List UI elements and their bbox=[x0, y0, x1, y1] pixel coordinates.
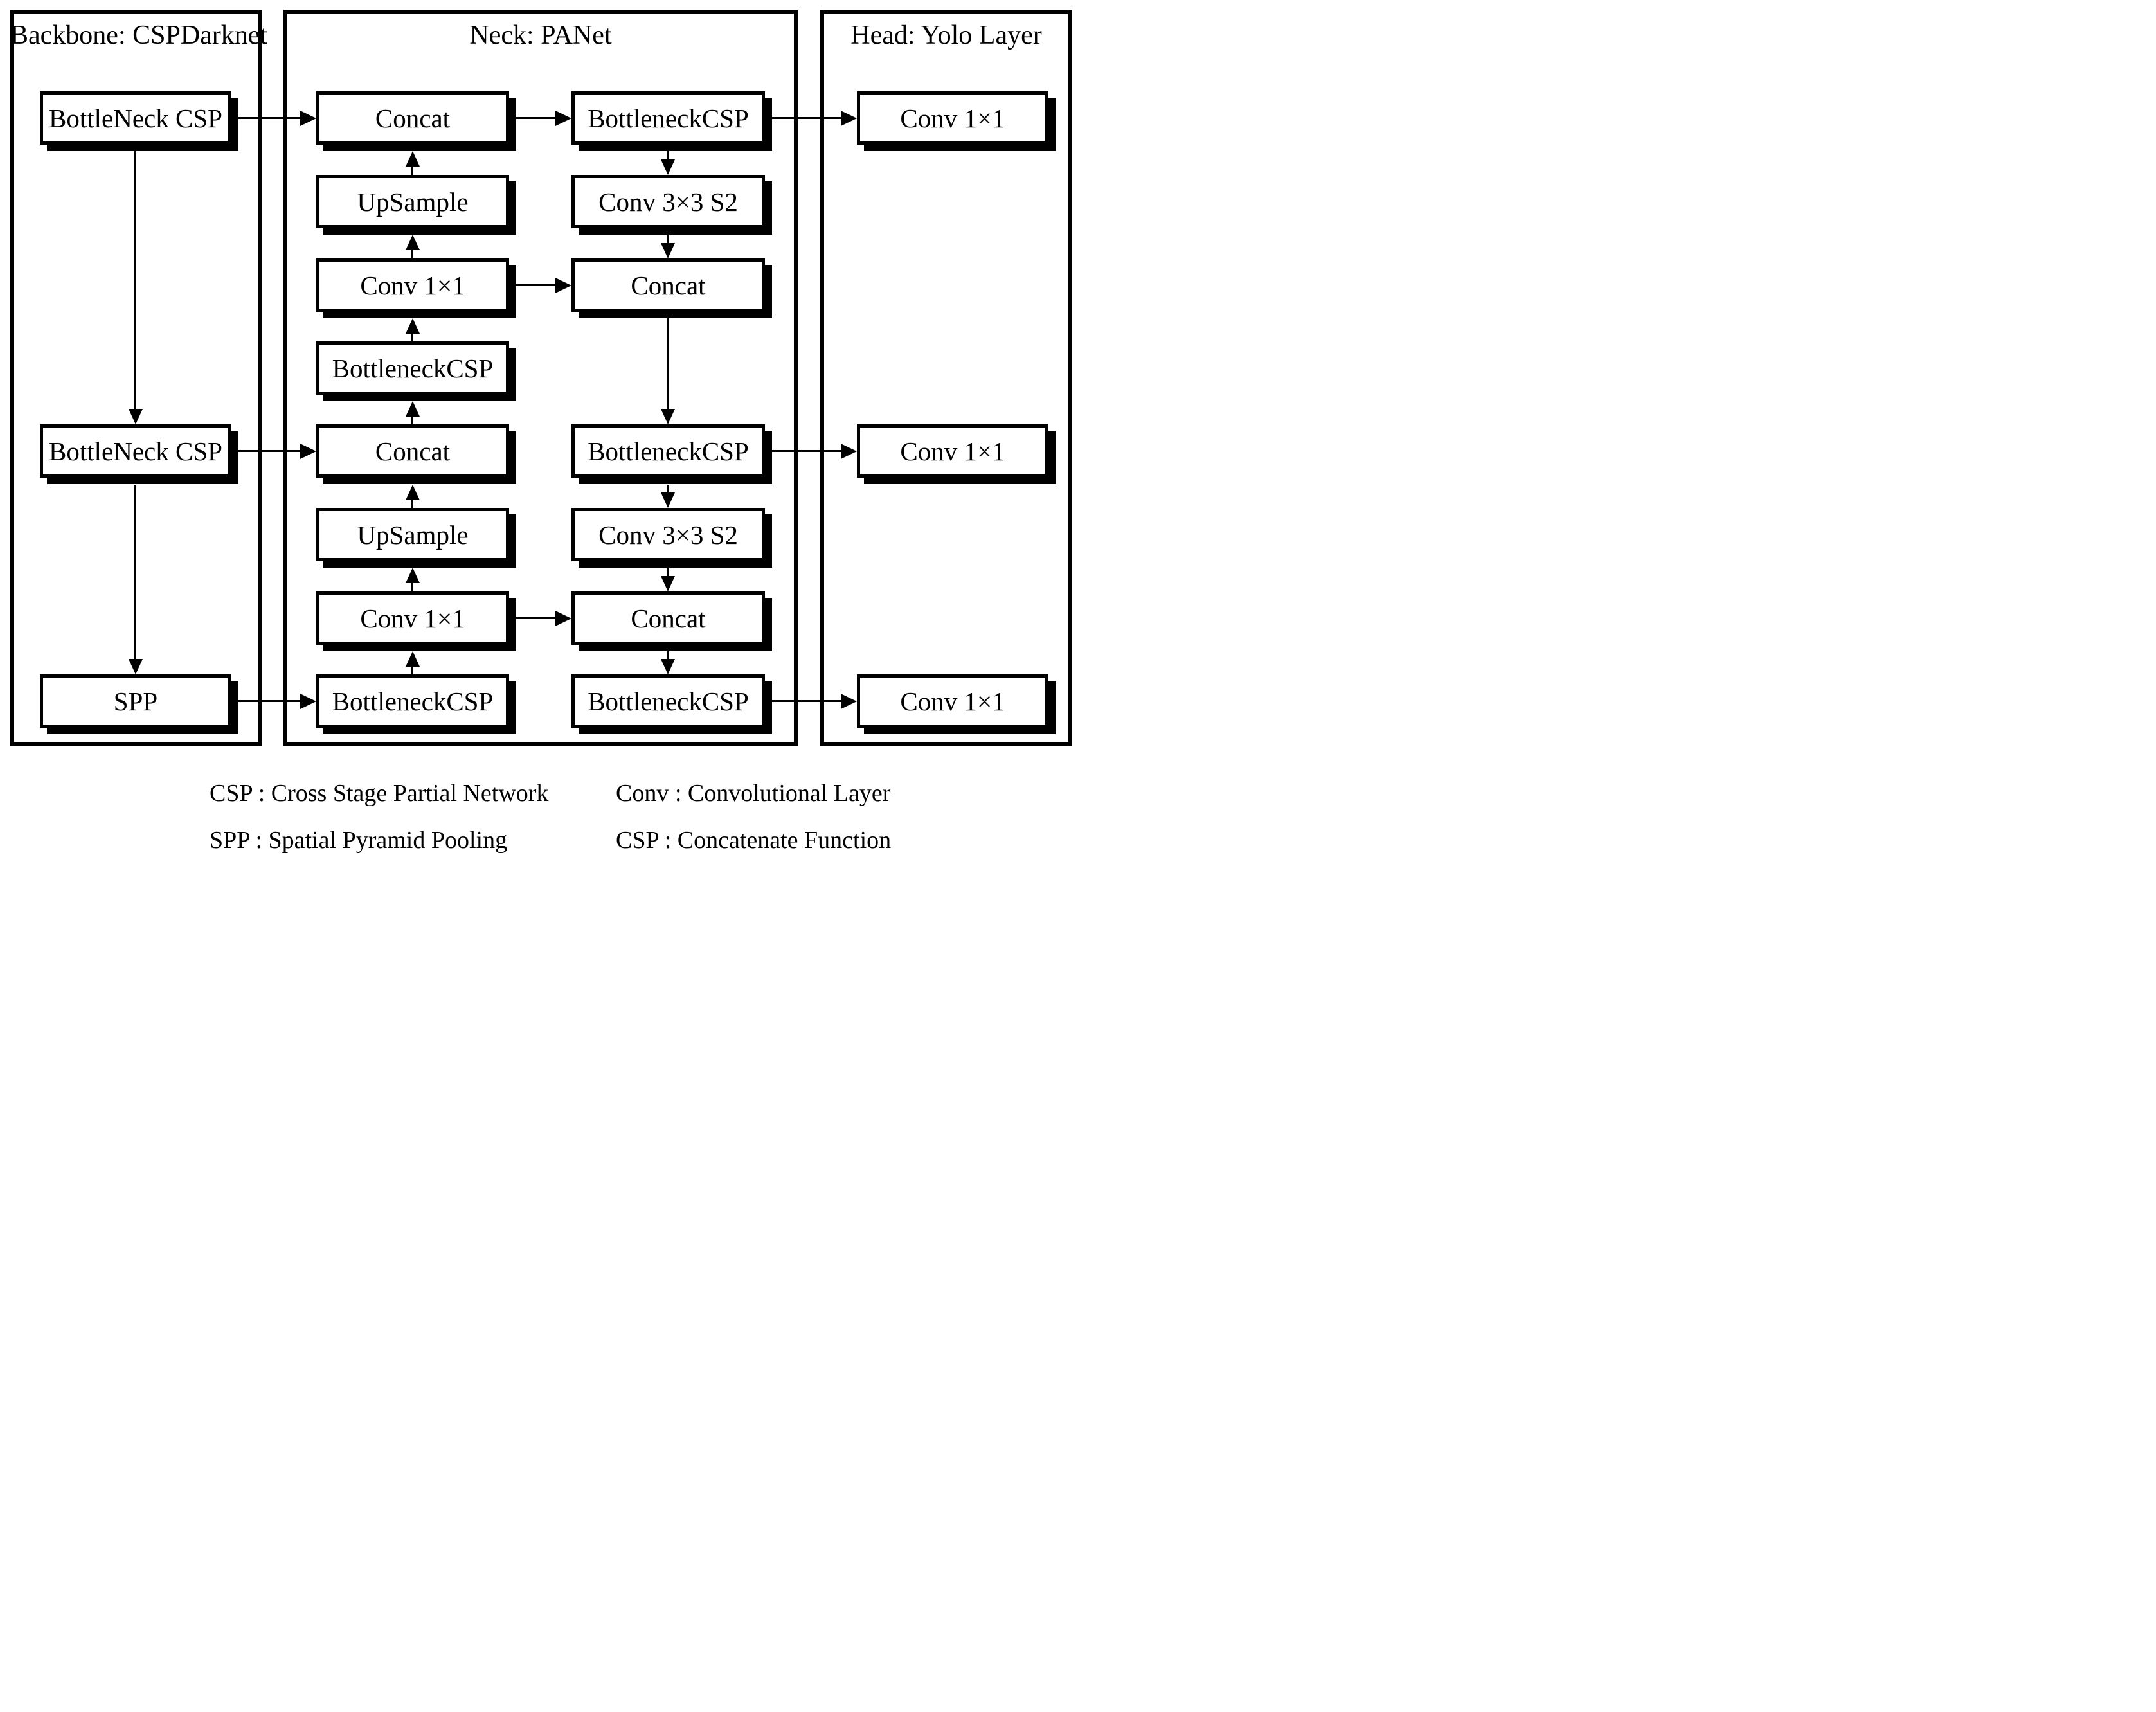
architecture-diagram: Backbone: CSPDarknet Neck: PANet Head: Y… bbox=[0, 0, 1078, 856]
arrow-line-backbone1-to-backbone2 bbox=[134, 151, 136, 409]
box-neck-right-bottleneckcsp-3: BottleneckCSP bbox=[571, 674, 765, 728]
arrowhead-bottleneckcsp2-to-head2 bbox=[841, 444, 857, 459]
arrowhead-conv1x1-to-upsample2 bbox=[406, 568, 420, 583]
box-backbone-bottleneck-csp-1: BottleNeck CSP bbox=[40, 91, 231, 145]
arrowhead-bottleneckcsp2-to-conv3x3-2 bbox=[661, 492, 675, 508]
backbone-panel-title: Backbone: CSPDarknet bbox=[10, 21, 268, 50]
box-neck-bottleneckcsp-bottom: BottleneckCSP bbox=[316, 674, 509, 728]
box-neck-conv1x1-bottom: Conv 1×1 bbox=[316, 591, 509, 645]
arrow-line-backbone2-to-spp bbox=[134, 485, 136, 659]
head-panel bbox=[820, 10, 1072, 746]
arrow-line-conv1x1-to-upsample2 bbox=[411, 583, 413, 591]
arrowhead-conv1x1bottom-to-concat bbox=[555, 611, 571, 626]
arrowhead-upsample2-to-concat2 bbox=[406, 485, 420, 500]
arrowhead-backbone1-to-concat1 bbox=[300, 111, 316, 126]
legend-csp-network: CSP : Cross Stage Partial Network bbox=[210, 780, 549, 807]
box-head-conv1x1-1: Conv 1×1 bbox=[857, 91, 1048, 145]
arrow-line-concat1-to-bottleneckcsp1 bbox=[509, 117, 556, 119]
arrow-line-concat1-to-bottleneckcsp2 bbox=[667, 318, 669, 409]
arrowhead-concat2-to-bottleneckcsp-mid bbox=[406, 401, 420, 417]
arrow-line-conv3x3-2-to-concat2 bbox=[667, 568, 669, 576]
arrowhead-conv1x1top-to-concat bbox=[555, 278, 571, 293]
arrowhead-backbone2-to-concat2 bbox=[300, 444, 316, 459]
box-neck-bottleneckcsp-mid: BottleneckCSP bbox=[316, 341, 509, 395]
arrowhead-spp-to-bottleneckcsp bbox=[300, 694, 316, 709]
legend-csp-function: CSP : Concatenate Function bbox=[616, 827, 892, 854]
arrow-line-backbone2-to-concat2 bbox=[231, 450, 300, 452]
arrow-line-concat2-to-bottleneckcsp3 bbox=[667, 651, 669, 659]
arrowhead-bottleneckcsp1-to-head1 bbox=[841, 111, 857, 126]
arrow-line-bottleneckcsp1-to-conv3x3-1 bbox=[667, 151, 669, 159]
box-neck-upsample-bottom: UpSample bbox=[316, 508, 509, 561]
arrow-line-upsample1-to-concat1 bbox=[411, 167, 413, 175]
legend-spp: SPP : Spatial Pyramid Pooling bbox=[210, 827, 508, 854]
arrowhead-concat1-to-bottleneckcsp1 bbox=[555, 111, 571, 126]
neck-panel-title: Neck: PANet bbox=[469, 21, 612, 50]
box-neck-right-bottleneckcsp-1: BottleneckCSP bbox=[571, 91, 765, 145]
arrow-line-upsample2-to-concat2 bbox=[411, 500, 413, 508]
head-panel-title: Head: Yolo Layer bbox=[850, 21, 1042, 50]
box-backbone-bottleneck-csp-2: BottleNeck CSP bbox=[40, 424, 231, 478]
arrow-line-concat2-to-bottleneckcsp-mid bbox=[411, 417, 413, 424]
arrow-line-conv1x1top-to-concat bbox=[509, 284, 556, 286]
arrowhead-conv3x3-1-to-concat1 bbox=[661, 243, 675, 258]
arrow-line-bottleneckcsp-to-conv1x1-bottom bbox=[411, 667, 413, 674]
box-head-conv1x1-3: Conv 1×1 bbox=[857, 674, 1048, 728]
arrow-line-conv1x1bottom-to-concat bbox=[509, 617, 556, 619]
box-neck-right-concat-1: Concat bbox=[571, 258, 765, 312]
arrow-line-bottleneckcsp-to-conv1x1-top bbox=[411, 334, 413, 341]
arrow-line-conv1x1-to-upsample1 bbox=[411, 250, 413, 258]
arrowhead-upsample1-to-concat1 bbox=[406, 151, 420, 167]
arrowhead-bottleneckcsp1-to-conv3x3-1 bbox=[661, 159, 675, 175]
arrowhead-bottleneckcsp3-to-head3 bbox=[841, 694, 857, 709]
arrowhead-concat1-to-bottleneckcsp2 bbox=[661, 409, 675, 424]
box-neck-upsample-top: UpSample bbox=[316, 175, 509, 228]
arrow-line-bottleneckcsp2-to-conv3x3-2 bbox=[667, 485, 669, 492]
box-backbone-spp: SPP bbox=[40, 674, 231, 728]
arrowhead-conv3x3-2-to-concat2 bbox=[661, 576, 675, 591]
arrowhead-bottleneckcsp-to-conv1x1-bottom bbox=[406, 651, 420, 667]
arrow-line-bottleneckcsp3-to-head3 bbox=[765, 700, 841, 702]
arrowhead-conv1x1-to-upsample1 bbox=[406, 235, 420, 250]
backbone-panel bbox=[10, 10, 262, 746]
arrow-line-backbone1-to-concat1 bbox=[231, 117, 300, 119]
arrowhead-concat2-to-bottleneckcsp3 bbox=[661, 659, 675, 674]
arrow-line-spp-to-bottleneckcsp bbox=[231, 700, 300, 702]
box-head-conv1x1-2: Conv 1×1 bbox=[857, 424, 1048, 478]
box-neck-concat-mid: Concat bbox=[316, 424, 509, 478]
box-neck-concat-top: Concat bbox=[316, 91, 509, 145]
box-neck-right-conv3x3-1: Conv 3×3 S2 bbox=[571, 175, 765, 228]
legend-conv-layer: Conv : Convolutional Layer bbox=[616, 780, 891, 807]
box-neck-right-conv3x3-2: Conv 3×3 S2 bbox=[571, 508, 765, 561]
neck-panel bbox=[283, 10, 798, 746]
arrowhead-backbone2-to-spp bbox=[129, 659, 143, 674]
arrowhead-backbone1-to-backbone2 bbox=[129, 409, 143, 424]
arrow-line-conv3x3-1-to-concat1 bbox=[667, 235, 669, 243]
arrow-line-bottleneckcsp1-to-head1 bbox=[765, 117, 841, 119]
box-neck-right-concat-2: Concat bbox=[571, 591, 765, 645]
arrowhead-bottleneckcsp-to-conv1x1-top bbox=[406, 318, 420, 334]
box-neck-conv1x1-top: Conv 1×1 bbox=[316, 258, 509, 312]
box-neck-right-bottleneckcsp-2: BottleneckCSP bbox=[571, 424, 765, 478]
arrow-line-bottleneckcsp2-to-head2 bbox=[765, 450, 841, 452]
